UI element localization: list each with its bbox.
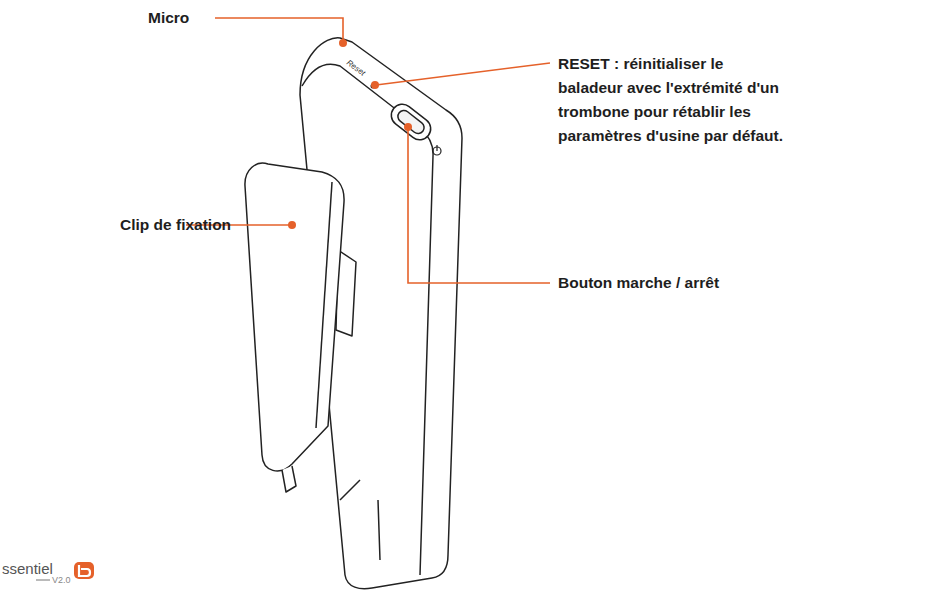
part-label: Micro xyxy=(148,6,189,30)
part-label: RESET : réinitialiser le baladeur avec l… xyxy=(558,52,788,148)
bottom-edge xyxy=(340,480,380,560)
leader-dot xyxy=(371,81,379,89)
power-icon xyxy=(433,145,441,155)
leader-line xyxy=(376,63,550,85)
leader-dot xyxy=(339,39,347,47)
leader-dot xyxy=(288,221,296,229)
leader-line xyxy=(215,18,343,42)
clip-edge xyxy=(316,182,332,428)
leader-line xyxy=(408,128,550,283)
attachment-clip xyxy=(245,163,344,471)
part-label: Bouton marche / arrêt xyxy=(558,271,719,295)
power-button xyxy=(387,100,435,144)
version-text: V2.0 xyxy=(52,575,71,585)
clip-foot xyxy=(282,466,296,492)
brand-text: ssentiel xyxy=(2,560,53,578)
part-label: Clip de fixation xyxy=(120,213,231,237)
leader-dot xyxy=(404,123,412,131)
